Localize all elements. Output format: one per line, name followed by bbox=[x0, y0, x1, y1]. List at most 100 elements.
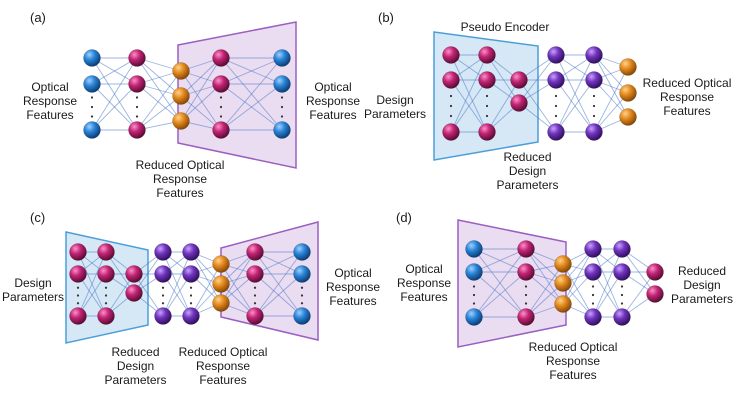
panel-d-ellipsis-dot bbox=[524, 285, 528, 288]
panel-c-node-purple bbox=[154, 265, 172, 283]
panel-c-node-magenta bbox=[246, 243, 264, 261]
panel-b-node-purple bbox=[547, 46, 565, 64]
panel-a-label: (a) bbox=[30, 10, 46, 25]
panel-b-node-orange bbox=[619, 58, 637, 76]
panel-c-edge bbox=[220, 263, 256, 317]
panel-c-node-purple bbox=[154, 307, 172, 325]
panel-c-ellipsis-dot bbox=[300, 302, 304, 305]
panel-c-ellipsis-dot bbox=[161, 286, 165, 289]
panel-b-ellipsis-dot bbox=[485, 114, 489, 118]
panel-c-node-magenta bbox=[246, 265, 264, 283]
panel-a-edge bbox=[220, 83, 283, 131]
panel-b-node-purple bbox=[585, 123, 603, 141]
panel-a-ellipsis-dot bbox=[280, 105, 284, 109]
panel-c-bottleneck1-label: Reduced Design Parameters bbox=[104, 345, 167, 387]
panel-a-node-orange bbox=[172, 112, 190, 130]
panel-c-node-purple bbox=[182, 265, 200, 283]
panel-b-encoder-label: Pseudo Encoder bbox=[460, 20, 550, 34]
panel-c-ellipsis-dot bbox=[161, 302, 165, 305]
panel-c-ellipsis-dot bbox=[104, 294, 108, 297]
panel-b-output-label: Reduced Optical Response Features bbox=[642, 76, 732, 118]
panel-c-bottleneck2-label: Reduced Optical Response Features bbox=[178, 345, 268, 387]
panel-a-ellipsis-dot bbox=[219, 115, 223, 118]
panel-d-node-orange bbox=[554, 255, 572, 273]
panel-a-edge bbox=[180, 95, 222, 131]
panel-c-edge bbox=[254, 251, 303, 317]
panel-b-ellipsis-dot bbox=[554, 104, 558, 108]
panel-d-node-magenta bbox=[517, 240, 535, 258]
panel-c-ellipsis-dot bbox=[253, 294, 257, 297]
panel-d-edge bbox=[525, 248, 564, 305]
panel-c-ellipsis-dot bbox=[189, 286, 193, 289]
panel-b-node-orange bbox=[619, 108, 637, 126]
panel-d-edge bbox=[525, 263, 564, 318]
panel-b-label: (b) bbox=[378, 10, 394, 25]
panel-a-ellipsis-dot bbox=[280, 96, 284, 99]
panel-b-node-magenta bbox=[510, 94, 528, 112]
panel-b-edge bbox=[555, 79, 595, 133]
panel-c-node-magenta bbox=[97, 265, 115, 283]
panel-a-edge bbox=[91, 57, 138, 85]
panel-b-node-purple bbox=[585, 46, 603, 64]
panel-b-edge bbox=[518, 54, 557, 104]
panel-b-node-orange bbox=[619, 84, 637, 102]
panel-a-edge bbox=[220, 57, 283, 131]
panel-d-encoder-region bbox=[457, 219, 567, 348]
panel-b-edge bbox=[555, 54, 595, 133]
panel-d-edge bbox=[621, 271, 656, 318]
panel-d-label: (d) bbox=[396, 210, 412, 225]
panel-b-node-magenta bbox=[510, 71, 528, 89]
panel-c-edge bbox=[133, 273, 164, 317]
panel-c-node-purple bbox=[182, 243, 200, 261]
panel-c-node-blue bbox=[293, 243, 311, 261]
panel-d-ellipsis-dot bbox=[620, 302, 624, 305]
panel-d-node-orange bbox=[554, 295, 572, 313]
panel-d-edge bbox=[473, 248, 527, 318]
panel-d-ellipsis-dot bbox=[472, 302, 476, 305]
panel-a-node-blue bbox=[83, 49, 101, 67]
panel-a-node-blue bbox=[273, 121, 291, 139]
panel-a-ellipsis-dot bbox=[219, 105, 223, 109]
panel-c-label: (c) bbox=[30, 210, 46, 225]
panel-b-edge bbox=[450, 54, 488, 133]
panel-b-input-label: Design Parameters bbox=[363, 93, 427, 121]
panel-d-node-blue bbox=[465, 263, 483, 281]
panel-d-node-purple bbox=[613, 240, 631, 258]
panel-c-edge bbox=[77, 251, 107, 317]
panel-a-ellipsis-dot bbox=[90, 105, 94, 109]
panel-b-ellipsis-dot bbox=[485, 104, 489, 108]
panel-d-edge bbox=[621, 248, 656, 295]
panel-a-ellipsis-dot bbox=[219, 96, 223, 99]
panel-c-ellipsis-dot bbox=[253, 302, 257, 305]
panel-b-ellipsis-dot bbox=[485, 94, 489, 98]
panel-c-node-magenta bbox=[69, 243, 87, 261]
panel-a-ellipsis-dot bbox=[90, 115, 94, 118]
panel-d-edge bbox=[592, 248, 623, 318]
panel-a-node-magenta bbox=[212, 121, 230, 139]
panel-c-node-purple bbox=[154, 243, 172, 261]
panel-c-node-magenta bbox=[125, 284, 143, 302]
panel-b-edge bbox=[450, 79, 488, 133]
panel-a-decoder-region bbox=[177, 21, 297, 169]
panel-b-ellipsis-dot bbox=[449, 114, 453, 118]
panel-a-edge bbox=[136, 83, 182, 122]
panel-b-ellipsis-dot bbox=[592, 104, 596, 108]
panel-a-bottleneck-label: Reduced Optical Response Features bbox=[135, 158, 225, 200]
panel-d-bottleneck-label: Reduced Optical Response Features bbox=[528, 340, 618, 382]
panel-a-node-orange bbox=[172, 62, 190, 80]
panel-c-ellipsis-dot bbox=[189, 302, 193, 305]
panel-c-ellipsis-dot bbox=[76, 286, 80, 289]
panel-a-ellipsis-dot bbox=[135, 96, 139, 99]
panel-a-node-blue bbox=[273, 49, 291, 67]
panel-d-ellipsis-dot bbox=[472, 285, 476, 288]
panel-d-edge bbox=[562, 248, 594, 305]
panel-d-node-magenta bbox=[646, 263, 664, 281]
panel-c-node-blue bbox=[293, 265, 311, 283]
panel-d-ellipsis-dot bbox=[591, 302, 595, 305]
panel-b-edge bbox=[486, 54, 520, 104]
panel-b-edge bbox=[593, 92, 629, 133]
panel-b-ellipsis-dot bbox=[449, 104, 453, 108]
panel-b-edge bbox=[518, 79, 557, 133]
panel-d-output-label: Reduced Design Parameters bbox=[670, 264, 734, 306]
panel-b-node-magenta bbox=[442, 123, 460, 141]
